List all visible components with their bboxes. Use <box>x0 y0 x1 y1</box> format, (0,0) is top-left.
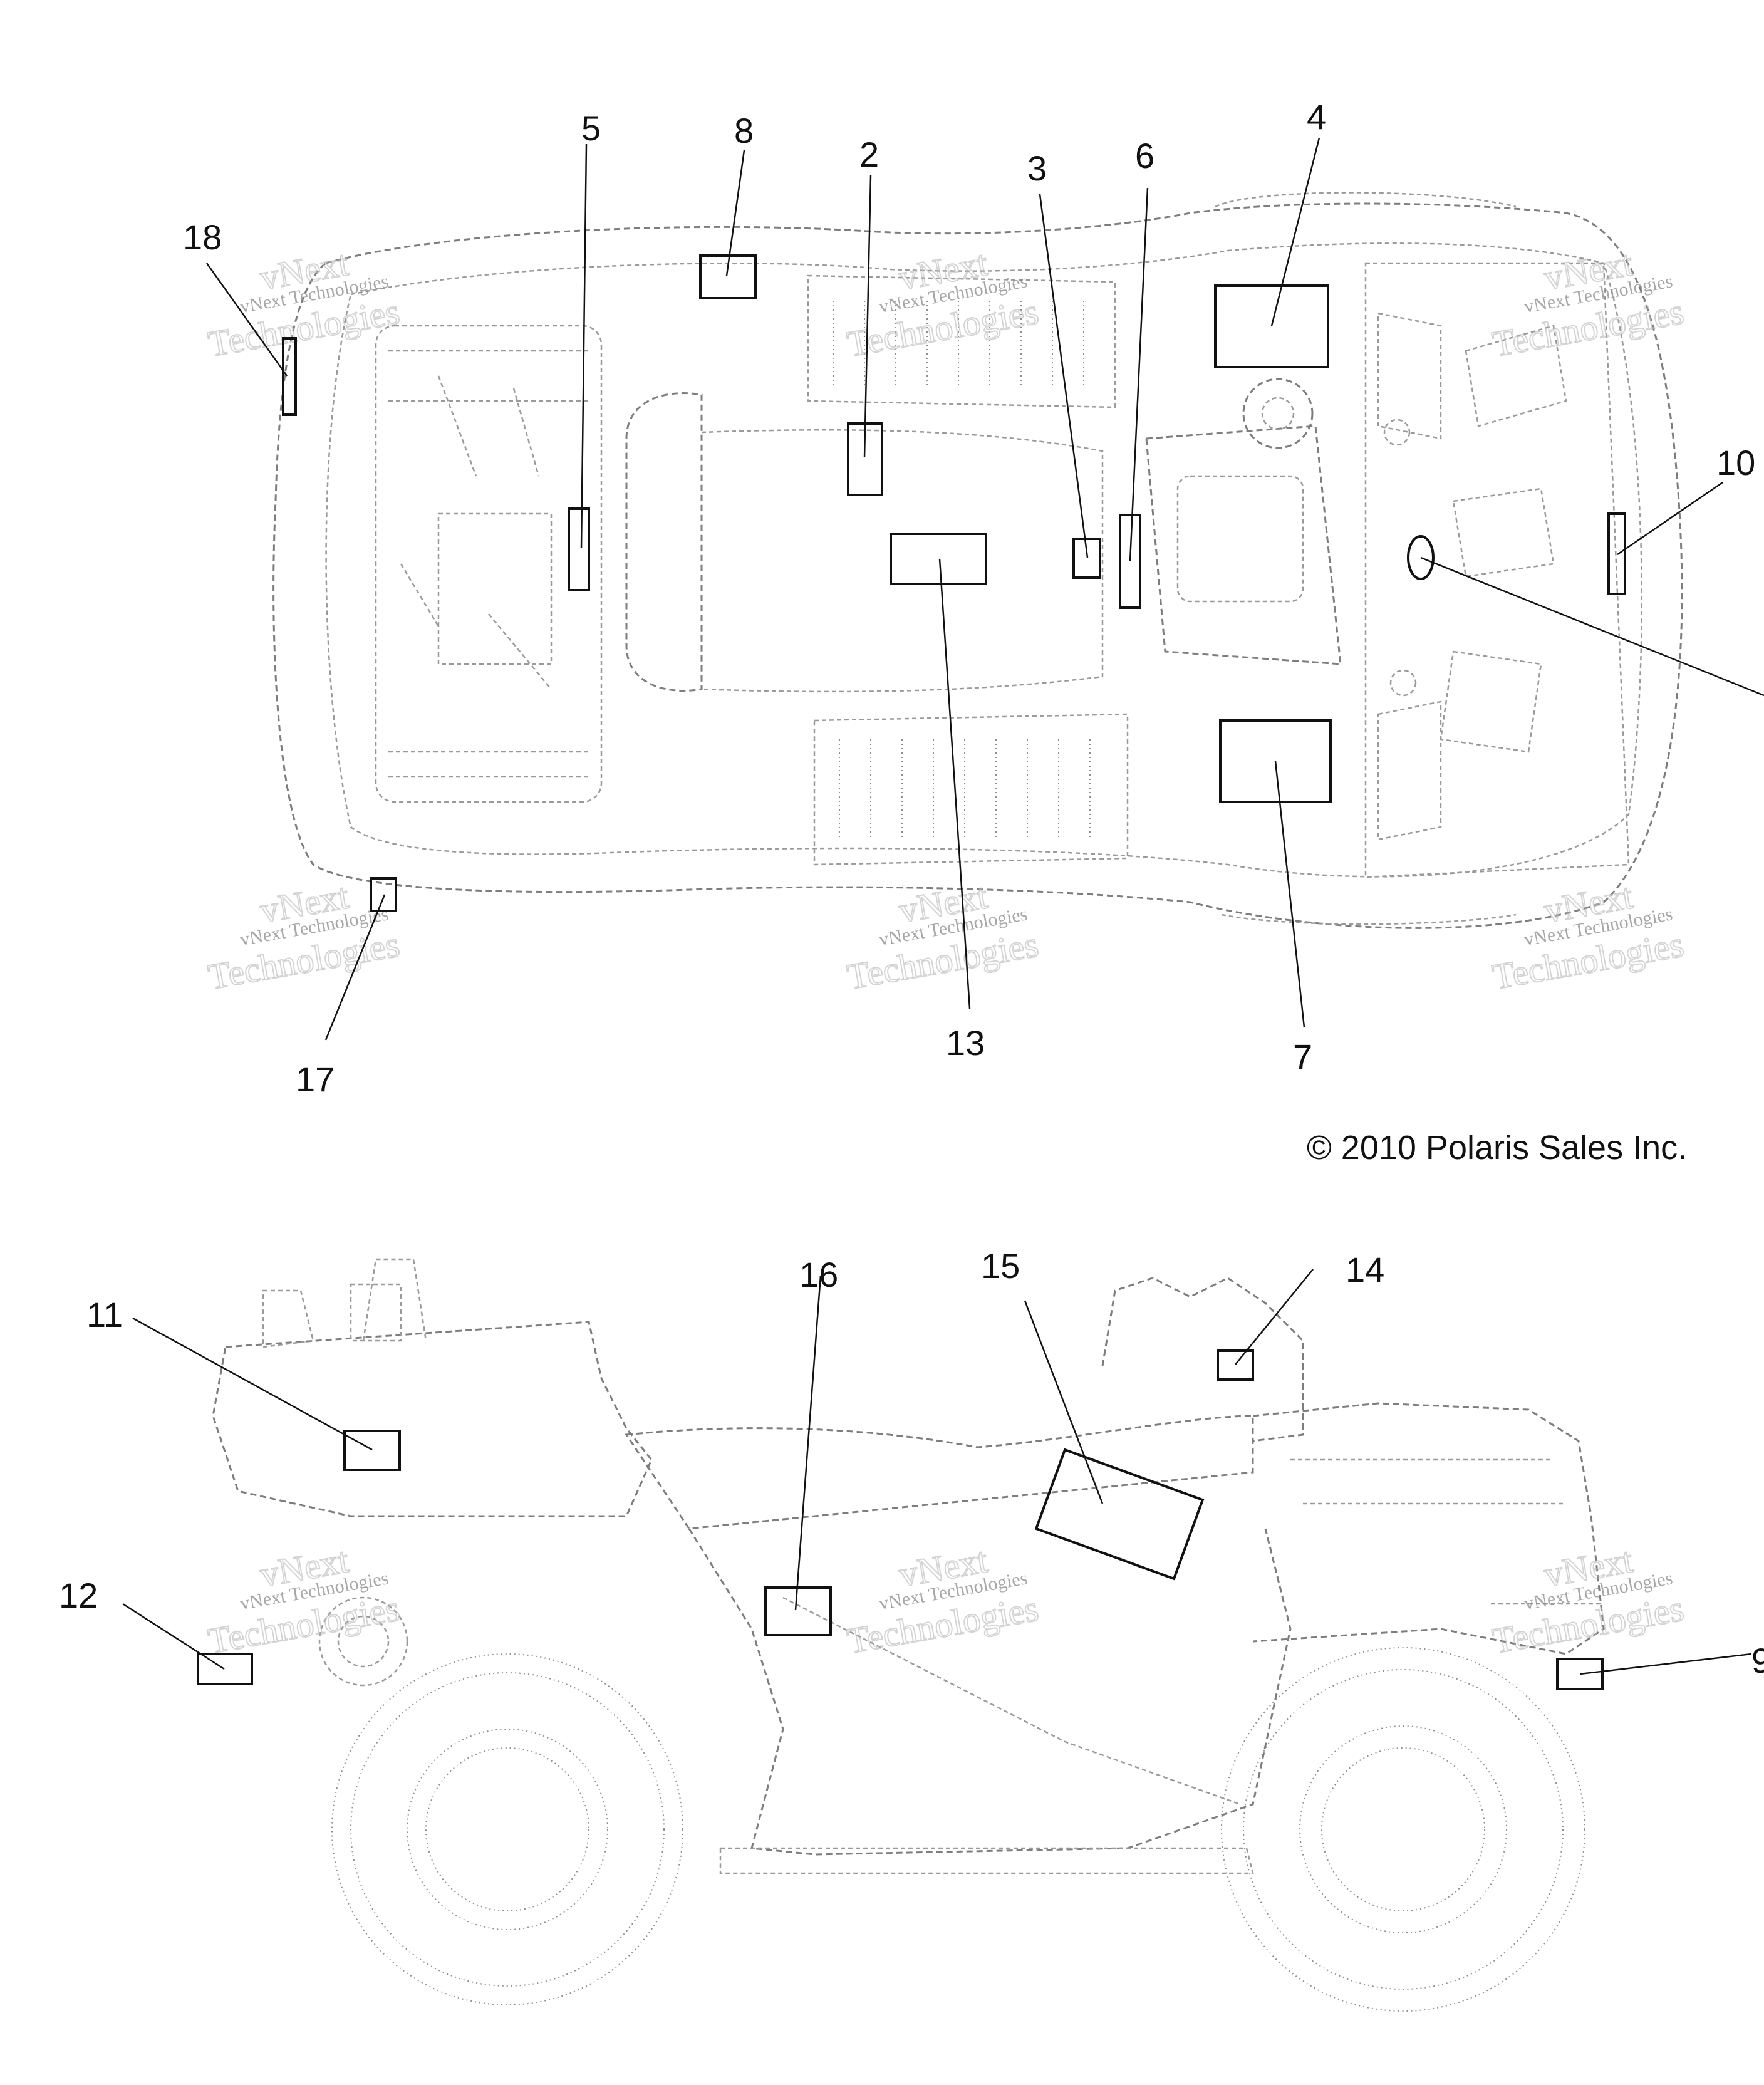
callout-14: 14 <box>1346 1250 1384 1289</box>
callout-8: 8 <box>734 111 754 150</box>
side-view-vehicle <box>212 1258 1605 2012</box>
callout-5: 5 <box>581 108 601 148</box>
callout-6: 6 <box>1135 136 1154 175</box>
callout-13: 13 <box>946 1023 985 1063</box>
decal-11 <box>343 1430 401 1471</box>
callout-16: 16 <box>799 1255 838 1294</box>
callout-4: 4 <box>1307 97 1326 137</box>
decal-18 <box>282 337 297 416</box>
callout-18: 18 <box>183 217 222 257</box>
callout-15: 15 <box>981 1246 1020 1286</box>
watermarks: vNext vNext Technologies Technologies vN… <box>205 242 1688 1662</box>
callout-11: 11 <box>86 1295 123 1334</box>
callout-7: 7 <box>1293 1037 1312 1076</box>
copyright-notice: © 2010 Polaris Sales Inc. <box>1307 1129 1687 1167</box>
callout-12: 12 <box>59 1576 98 1615</box>
callout-17: 17 <box>296 1059 335 1099</box>
decal-1 <box>1407 535 1435 580</box>
decal-9 <box>1556 1658 1604 1690</box>
callout-3: 3 <box>1027 148 1047 188</box>
decal-16 <box>764 1586 832 1636</box>
decal-3 <box>1072 538 1101 579</box>
callout-2: 2 <box>859 135 879 174</box>
decal-15 <box>1034 1448 1205 1581</box>
callout-10: 10 <box>1716 443 1755 482</box>
decal-12 <box>197 1653 253 1685</box>
decal-8 <box>699 254 757 299</box>
decal-14 <box>1217 1349 1254 1381</box>
callout-labels: 18 5 8 2 3 6 4 10 13 7 17 11 12 16 15 14… <box>59 97 1764 1680</box>
leader-lines <box>122 137 1764 1675</box>
decal-7 <box>1219 719 1332 803</box>
decal-17 <box>370 877 397 912</box>
decal-markers <box>197 254 1626 1690</box>
top-view-vehicle <box>272 192 1683 929</box>
decal-6 <box>1119 514 1141 609</box>
callout-9: 9 <box>1751 1641 1764 1680</box>
decal-10 <box>1607 512 1626 595</box>
decal-4 <box>1214 284 1329 368</box>
decal-5 <box>568 507 590 591</box>
decal-13 <box>890 533 987 585</box>
